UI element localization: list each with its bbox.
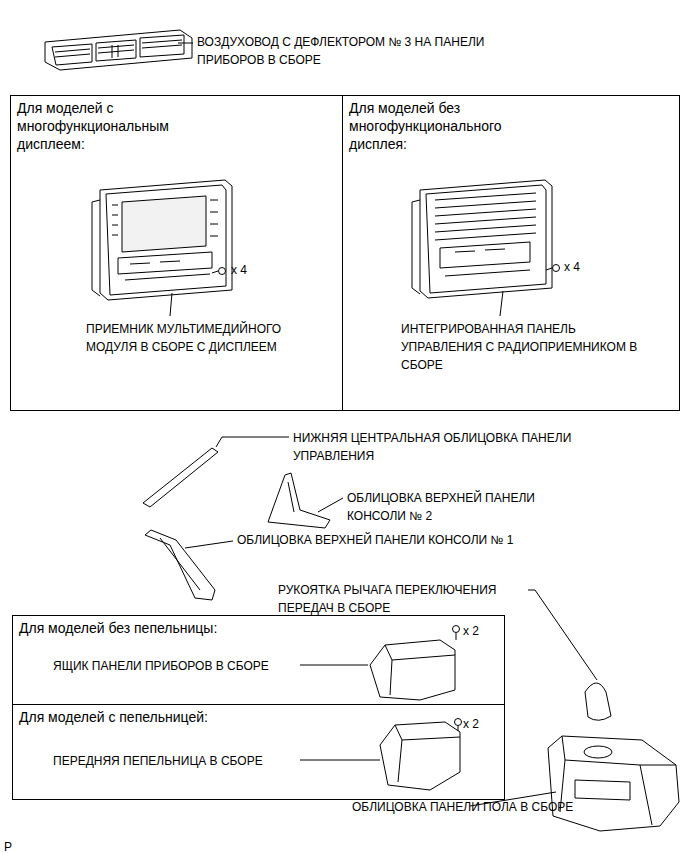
part-label: НИЖНЯЯ ЦЕНТРАЛЬНАЯ ОБЛИЦОВКА ПАНЕЛИ УПРА… xyxy=(293,429,623,465)
floor-console xyxy=(560,760,652,825)
display-unit xyxy=(112,200,218,236)
part-name: ИНТЕГРИРОВАННАЯ ПАНЕЛЬ УПРАВЛЕНИЯ С РАДИ… xyxy=(401,320,641,374)
console-trim-2 xyxy=(268,473,330,528)
part-name: ПЕРЕДНЯЯ ПЕПЕЛЬНИЦА В СБОРЕ xyxy=(53,752,298,770)
leader-line xyxy=(318,498,343,512)
leader-line xyxy=(500,291,503,316)
part-name: ЯЩИК ПАНЕЛИ ПРИБОРОВ В СБОРЕ xyxy=(53,657,298,675)
screw-icon xyxy=(212,268,226,275)
floor-console xyxy=(548,736,679,831)
floor-console xyxy=(562,736,676,765)
variant-heading: Для моделей с пепельницей: xyxy=(19,708,319,726)
floor-console xyxy=(548,736,679,831)
air-vent xyxy=(45,30,192,70)
panel-box xyxy=(370,640,455,700)
radio-panel xyxy=(420,180,552,298)
screw-icon xyxy=(455,719,462,726)
part-label: РУКОЯТКА РЫЧАГА ПЕРЕКЛЮЧЕНИЯ ПЕРЕДАЧ В С… xyxy=(278,581,533,617)
screw-icon xyxy=(212,271,218,273)
console-trim-1 xyxy=(145,530,215,600)
variant-heading: Для моделей с многофункциональным диспле… xyxy=(17,99,197,154)
display-unit xyxy=(106,185,226,295)
variant-heading: Для моделей без многофункционального дис… xyxy=(349,99,529,154)
air-vent xyxy=(45,30,192,70)
variant-heading: Для моделей без пепельницы: xyxy=(19,619,319,637)
floor-console xyxy=(584,746,612,758)
display-unit xyxy=(92,180,232,300)
page-mark: P xyxy=(4,838,24,854)
part-label: ОБЛИЦОВКА ВЕРХНЕЙ ПАНЕЛИ КОНСОЛИ № 1 xyxy=(237,531,567,549)
quantity: x 2 xyxy=(463,715,501,733)
screw-icon xyxy=(456,633,457,640)
quantity: x 4 xyxy=(564,258,604,276)
ashtray xyxy=(380,722,460,790)
display-unit xyxy=(92,200,100,296)
lower-center-trim xyxy=(143,448,218,507)
radio-panel xyxy=(435,193,536,240)
screw-icon xyxy=(546,268,552,270)
panel-box xyxy=(385,645,455,695)
quantity: x 2 xyxy=(463,622,501,640)
part-label: ОБЛИЦОВКА ПАНЕЛИ ПОЛА В СБОРЕ xyxy=(352,798,592,816)
screw-icon xyxy=(453,626,460,633)
screw-icon xyxy=(455,719,462,732)
part-label: ОБЛИЦОВКА ВЕРХНЕЙ ПАНЕЛИ КОНСОЛИ № 2 xyxy=(347,489,582,525)
part-label: ВОЗДУХОВОД С ДЕФЛЕКТОРОМ № 3 НА ПАНЕЛИ П… xyxy=(197,33,532,69)
leader-line xyxy=(528,590,597,680)
floor-console xyxy=(575,780,630,800)
quantity: x 4 xyxy=(231,261,271,279)
variant-panel: Для моделей без многофункционального дис… xyxy=(342,95,680,411)
display-unit xyxy=(122,196,206,252)
variant-panel: Для моделей с многофункциональным диспле… xyxy=(10,95,343,411)
leader-line xyxy=(300,760,380,761)
leader-line xyxy=(185,541,233,548)
variant-panel: Для моделей с пепельницей: ПЕРЕДНЯЯ ПЕПЕЛ… xyxy=(12,704,505,800)
exploded-view xyxy=(160,538,200,590)
variant-panel: Для моделей без пепельницы: ЯЩИК ПАНЕЛИ П… xyxy=(12,615,505,705)
display-unit xyxy=(100,180,232,300)
panel-box xyxy=(370,640,455,700)
display-unit xyxy=(118,252,212,274)
leader-line xyxy=(170,293,172,316)
air-vent xyxy=(55,40,182,57)
ashtray xyxy=(380,722,460,790)
radio-panel xyxy=(426,185,546,293)
radio-panel xyxy=(445,249,530,276)
leader-line xyxy=(216,437,289,447)
leader-line xyxy=(178,43,193,44)
leader-line xyxy=(300,665,368,666)
shift-knob xyxy=(585,683,611,720)
display-unit xyxy=(125,261,210,280)
screw-icon xyxy=(546,265,560,272)
part-name: ПРИЕМНИК МУЛЬТИМЕДИЙНОГО МОДУЛЯ В СБОРЕ … xyxy=(86,320,321,356)
exploded-view xyxy=(288,482,294,512)
screw-icon xyxy=(553,265,560,272)
air-vent xyxy=(112,45,118,58)
radio-panel xyxy=(412,200,420,294)
screw-icon xyxy=(453,626,460,641)
screw-icon xyxy=(219,268,226,275)
radio-panel xyxy=(440,242,530,268)
ashtray xyxy=(395,725,460,782)
radio-panel xyxy=(412,180,552,298)
screw-icon xyxy=(458,726,459,731)
